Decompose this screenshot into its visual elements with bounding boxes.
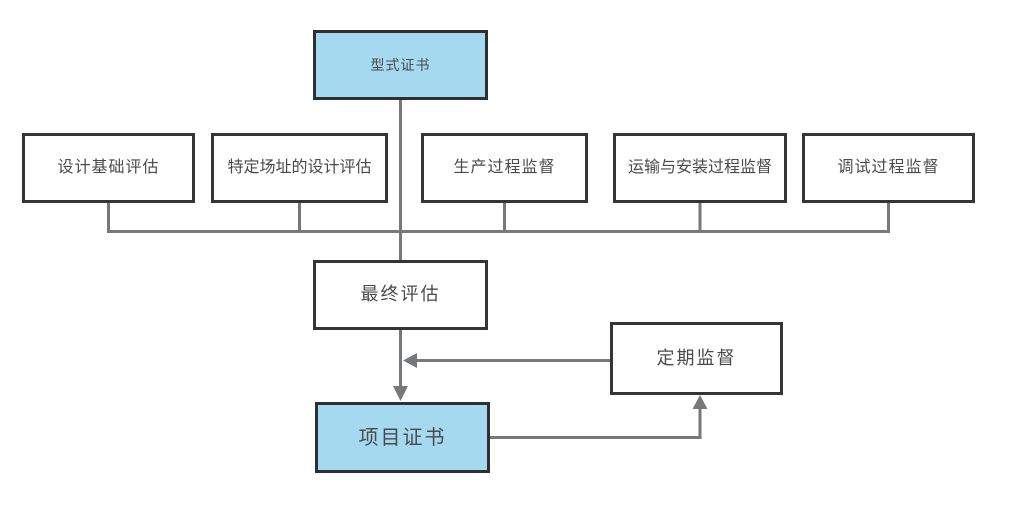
arrowhead-left-icon <box>403 353 417 368</box>
node-commissioning-process-supervision: 调试过程监督 <box>802 133 975 203</box>
node-final-evaluation: 最终评估 <box>313 260 488 330</box>
node-transport-installation-supervision: 运输与安装过程监督 <box>613 133 787 203</box>
node-type-certificate: 型式证书 <box>313 30 488 100</box>
edge-project-cert-to-periodic <box>488 409 702 439</box>
node-project-certificate: 项目证书 <box>315 402 490 473</box>
arrowhead-down-icon <box>393 386 408 401</box>
node-site-specific-design-evaluation: 特定场址的设计评估 <box>211 133 388 203</box>
node-periodic-supervision: 定期监督 <box>610 322 783 395</box>
node-production-process-supervision: 生产过程监督 <box>421 133 588 203</box>
arrowhead-up-icon <box>692 395 708 409</box>
node-design-basis-evaluation: 设计基础评估 <box>22 133 195 203</box>
